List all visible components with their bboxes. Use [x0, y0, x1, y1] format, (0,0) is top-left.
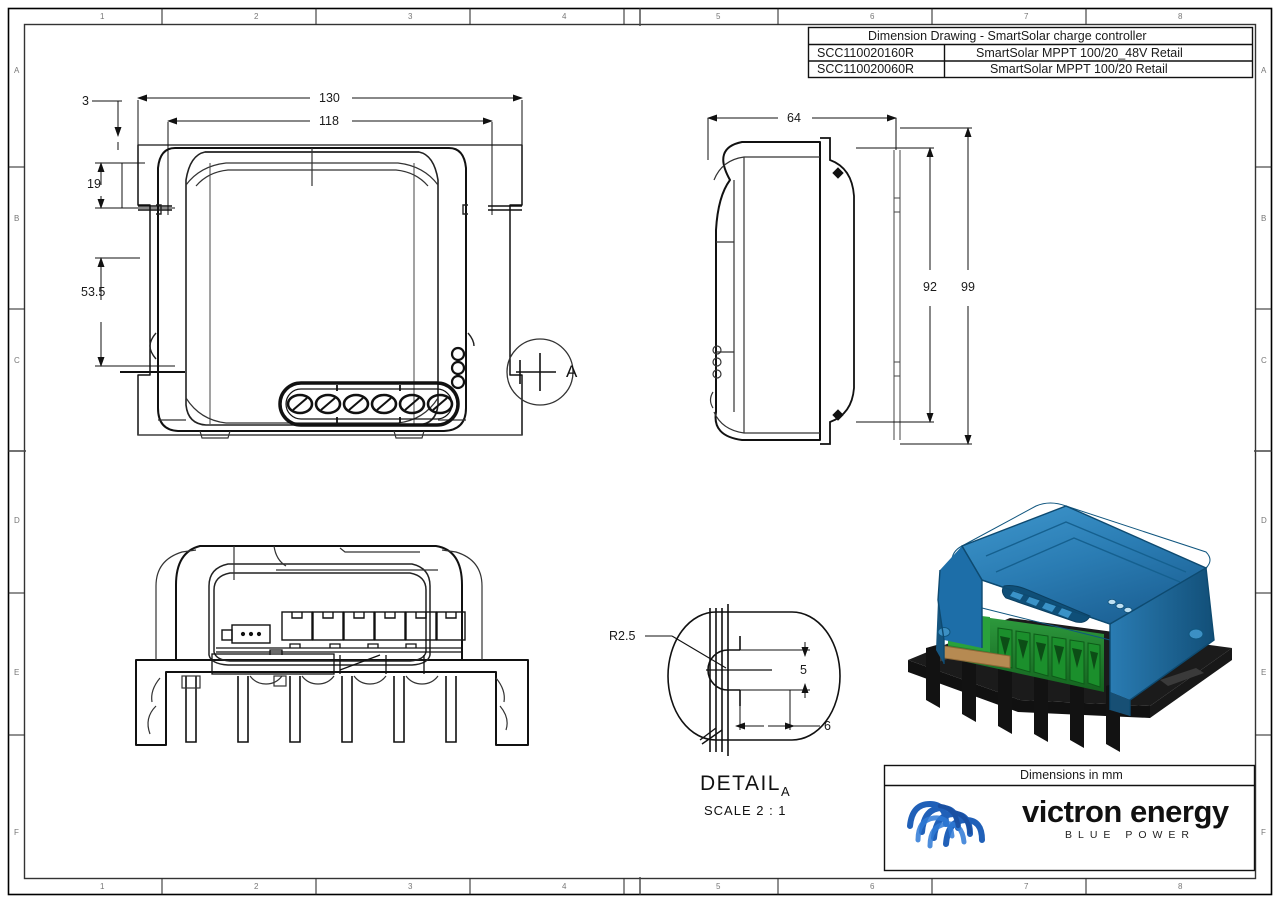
zone-top-5: 5	[716, 12, 721, 21]
brand-tagline: BLUE POWER	[1065, 829, 1196, 841]
zone-top-4: 4	[562, 12, 567, 21]
zone-bottom-1: 1	[100, 882, 105, 891]
zone-right-f: F	[1261, 828, 1266, 837]
brand-name: victron energy	[1022, 794, 1229, 829]
dim-detail-5: 5	[800, 663, 807, 677]
zone-bottom-4: 4	[562, 882, 567, 891]
dim-front-118: 118	[319, 114, 339, 128]
zone-right-a: A	[1261, 66, 1267, 75]
detail-view-scale: SCALE 2 : 1	[704, 803, 787, 818]
title-block-description-2: SmartSolar MPPT 100/20 Retail	[990, 62, 1168, 76]
zone-top-8: 8	[1178, 12, 1183, 21]
title-block-partnumber-2: SCC110020060R	[817, 62, 915, 76]
units-note: Dimensions in mm	[1020, 768, 1123, 782]
victron-swoosh-icon	[907, 800, 985, 849]
zone-bottom-7: 7	[1024, 882, 1029, 891]
dim-side-99: 99	[961, 280, 975, 294]
zone-right-c: C	[1261, 356, 1267, 365]
zone-top-2: 2	[254, 12, 259, 21]
dim-front-130: 130	[319, 91, 340, 105]
zone-top-6: 6	[870, 12, 875, 21]
zone-top-3: 3	[408, 12, 413, 21]
title-block-header: Dimension Drawing - SmartSolar charge co…	[868, 29, 1147, 43]
zone-right-b: B	[1261, 214, 1267, 223]
dim-detail-6: 6	[824, 719, 831, 733]
zone-top-7: 7	[1024, 12, 1029, 21]
dim-side-64: 64	[787, 111, 801, 125]
dim-front-3: 3	[82, 94, 89, 108]
dim-side-92: 92	[923, 280, 937, 294]
dim-front-19: 19	[87, 177, 101, 191]
zone-bottom-2: 2	[254, 882, 259, 891]
detail-view-title: DETAIL	[700, 772, 781, 795]
zone-bottom-3: 3	[408, 882, 413, 891]
dim-front-53-5: 53.5	[81, 285, 106, 299]
dim-detail-r25: R2.5	[609, 629, 636, 643]
zone-left-d: D	[14, 516, 20, 525]
zone-left-a: A	[14, 66, 20, 75]
zone-left-b: B	[14, 214, 20, 223]
detail-callout-a-label: A	[566, 362, 578, 381]
zone-left-e: E	[14, 668, 20, 677]
victron-logo: victron energy BLUE POWER	[900, 792, 1230, 854]
zone-left-f: F	[14, 828, 19, 837]
zone-left-c: C	[14, 356, 20, 365]
detail-view-title-suffix: A	[781, 784, 790, 799]
zone-top-1: 1	[100, 12, 105, 21]
title-block-partnumber-1: SCC110020160R	[817, 46, 915, 60]
zone-right-d: D	[1261, 516, 1267, 525]
title-block-description-1: SmartSolar MPPT 100/20_48V Retail	[976, 46, 1183, 60]
zone-right-e: E	[1261, 668, 1267, 677]
zone-bottom-5: 5	[716, 882, 721, 891]
zone-bottom-6: 6	[870, 882, 875, 891]
zone-bottom-8: 8	[1178, 882, 1183, 891]
